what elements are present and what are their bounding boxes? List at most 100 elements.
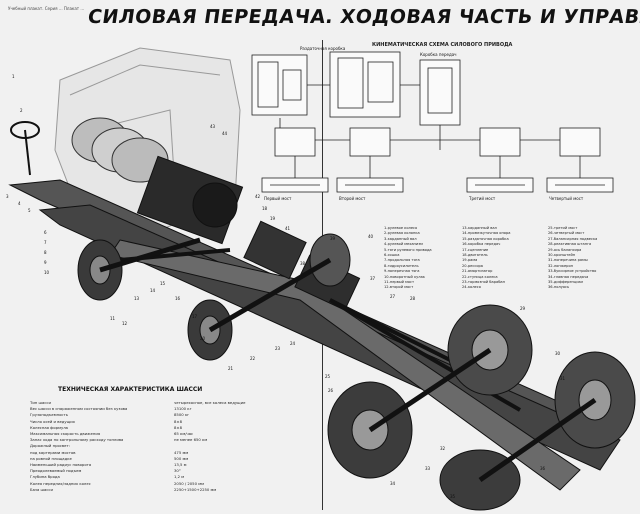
callout-number: 13: [134, 296, 140, 301]
legend-col-1: 1-рулевое колесо 2-рулевая колонка 3-кар…: [384, 226, 432, 291]
spec-table: ТЕХНИЧЕСКАЯ ХАРАКТЕРИСТИКА ШАССИ Тип шас…: [30, 382, 245, 498]
spec-key: Колесная формула: [30, 424, 69, 430]
callout-number: 8: [44, 250, 47, 255]
legend-item: 5-тяги рулевого привода: [384, 247, 432, 252]
spec-key: Тип шасси: [30, 400, 51, 405]
callout-number: 15: [160, 281, 166, 286]
callout-number: 1: [12, 74, 15, 79]
spec-value: 500 мм: [174, 455, 189, 461]
legend-item: 25-третий мост: [548, 226, 578, 230]
legend-item: 26-четвертый мост: [548, 231, 585, 236]
legend-item: 9-поперечная тяга: [384, 269, 420, 274]
spec-key: Преодолеваемый подъем: [30, 468, 82, 474]
callout-number: 11: [110, 316, 116, 321]
callout-number: 40: [368, 234, 374, 239]
legend-item: 6-сошка: [384, 253, 400, 258]
legend-item: 29-ось балансира: [548, 247, 582, 252]
legend-item: 31-поперечина рамы: [548, 258, 588, 263]
spec-value: 475 мм: [174, 449, 189, 455]
callout-number: 29: [520, 306, 526, 311]
spec-value: 8×8: [174, 418, 183, 424]
callout-number: 3: [6, 194, 9, 199]
top-note: Учебный плакат. Серия ... Плакат ...: [8, 6, 85, 11]
spec-key: Колея передних/задних колес: [30, 480, 91, 486]
legend-item: 36-полуось: [548, 285, 570, 290]
callout-number: 25: [325, 374, 331, 379]
spec-key: Число осей и ведущих: [30, 418, 75, 424]
spec-key: Грузоподъемность: [30, 412, 68, 418]
spec-key: Наименьший радиус поворота: [30, 462, 92, 467]
spec-key: Глубина брода: [30, 474, 60, 480]
legend-item: 7-продольная тяга: [384, 258, 420, 263]
callout-number: 12: [122, 321, 128, 326]
callout-number: 34: [390, 481, 396, 486]
legend-item: 27-балансирная подвеска: [548, 236, 598, 241]
legend-item: 33-буксирное устройство: [548, 269, 597, 274]
spec-value: 65 км/час: [174, 431, 194, 436]
callout-number: 28: [410, 296, 416, 301]
callout-number: 18: [262, 206, 268, 211]
engine: [136, 155, 361, 311]
spec-key: под картерами мостов: [30, 449, 76, 455]
callout-number: 17: [192, 314, 198, 319]
spec-value: 2050 / 2050 мм: [174, 480, 204, 486]
spec-value: 1,2 м: [174, 474, 185, 480]
scheme-label-axle-4: Четвертый мост: [549, 196, 584, 201]
axles: [99, 237, 597, 483]
scheme-label-axle-3: Третий мост: [468, 196, 496, 201]
legend-item: 24-колесо: [462, 285, 481, 290]
legend-item: 22-ступица колеса: [462, 274, 498, 279]
legend-item: 15-раздаточная коробка: [462, 236, 509, 241]
scheme-label-gearbox: Коробка передач: [420, 52, 457, 57]
scheme-title: КИНЕМАТИЧЕСКАЯ СХЕМА СИЛОВОГО ПРИВОДА: [372, 42, 513, 48]
legend-item: 8-гидроусилитель: [384, 263, 419, 268]
spec-value: 30°: [174, 468, 181, 474]
steering-wheel: [10, 121, 40, 176]
legend-item: 35-дифференциал: [548, 280, 584, 285]
callout-number: 24: [290, 341, 296, 346]
legend-item: 20-рессора: [462, 263, 483, 268]
legend-item: 30-кронштейн: [548, 253, 576, 258]
legend-item: 3-карданный вал: [384, 236, 417, 241]
legend-col-3: 25-третий мост 26-четвертый мост 27-бала…: [548, 226, 597, 291]
callout-number: 9: [44, 260, 47, 265]
callout-number: 42: [255, 194, 261, 199]
legend-item: 16-коробка передач: [462, 242, 501, 247]
spec-key: Запас хода по контрольному расходу топли…: [30, 437, 124, 443]
callout-number: 44: [222, 131, 228, 136]
spec-value: 13,5 м: [174, 462, 187, 467]
callout-number: 2: [20, 108, 23, 113]
callout-number: 23: [275, 346, 281, 351]
callout-number: 39: [330, 236, 336, 241]
scheme-label-axle-1: Первый мост: [264, 196, 292, 201]
scheme-label-axle-2: Второй мост: [339, 196, 366, 201]
callout-number: 10: [44, 270, 50, 275]
legend-item: 21-амортизатор: [462, 269, 493, 274]
callout-number: 5: [28, 208, 31, 213]
spec-title: ТЕХНИЧЕСКАЯ ХАРАКТЕРИСТИКА ШАССИ: [58, 386, 203, 393]
spec-value: 8×8: [174, 424, 183, 430]
legend-item: 10-поворотный кулак: [384, 274, 425, 279]
callout-number: 7: [44, 240, 47, 245]
legend-item: 32-лонжерон: [548, 263, 573, 268]
spec-key: Вес шасси в снаряженном состоянии без ку…: [30, 406, 128, 412]
callout-number: 22: [250, 356, 256, 361]
callout-number: 38: [300, 261, 306, 266]
callout-number: 16: [175, 296, 181, 301]
callout-number: 30: [555, 351, 561, 356]
callout-number: 20: [200, 336, 206, 341]
callout-number: 19: [270, 216, 276, 221]
legend-item: 2-рулевая колонка: [384, 231, 420, 236]
legend-col-2: 13-карданный вал 14-промежуточная опора …: [462, 226, 511, 291]
callout-number: 6: [44, 230, 47, 235]
legend-item: 12-второй мост: [384, 285, 414, 290]
callout-number: 27: [390, 294, 396, 299]
spec-value: 13100 кг: [174, 406, 192, 412]
callout-number: 26: [328, 388, 334, 393]
callout-number: 33: [425, 466, 431, 471]
callout-number: 41: [285, 226, 291, 231]
spec-value: 2250+1500+2250 мм: [174, 486, 217, 492]
callout-number: 35: [450, 494, 456, 499]
callout-number: 37: [370, 276, 376, 281]
